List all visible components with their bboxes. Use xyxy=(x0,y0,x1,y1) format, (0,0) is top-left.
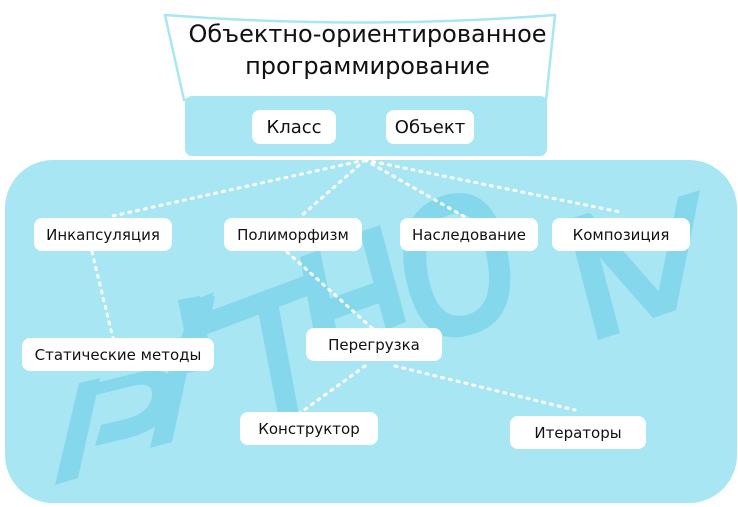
header-band xyxy=(185,96,547,156)
node-encapsulation: Инкапсуляция xyxy=(34,218,172,251)
node-class: Класс xyxy=(252,110,336,144)
diagram-title: Объектно-ориентированное программировани… xyxy=(175,18,560,82)
connector-header-encapsulation xyxy=(106,158,367,219)
connector-overloading-iterators xyxy=(393,364,577,412)
connector-overloading-constructor xyxy=(298,364,367,415)
node-overloading: Перегрузка xyxy=(306,328,442,361)
node-polymorphism: Полиморфизм xyxy=(224,218,362,251)
connector-polymorphism-overloading xyxy=(285,250,374,330)
title-banner xyxy=(163,13,557,102)
node-object: Объект xyxy=(386,110,474,144)
connectors xyxy=(90,158,622,415)
node-composition: Композиция xyxy=(552,218,690,251)
node-iterators: Итераторы xyxy=(510,416,646,449)
title-line-1: Объектно-ориентированное xyxy=(188,20,547,48)
connector-encapsulation-static xyxy=(90,250,115,340)
node-constructor: Конструктор xyxy=(240,412,378,445)
connector-header-polymorphism xyxy=(298,158,367,219)
connector-header-composition xyxy=(363,158,622,214)
node-inheritance: Наследование xyxy=(400,218,538,251)
title-line-2: программирование xyxy=(245,52,490,80)
node-static-methods: Статические методы xyxy=(22,338,214,371)
connector-header-inheritance xyxy=(363,158,467,219)
